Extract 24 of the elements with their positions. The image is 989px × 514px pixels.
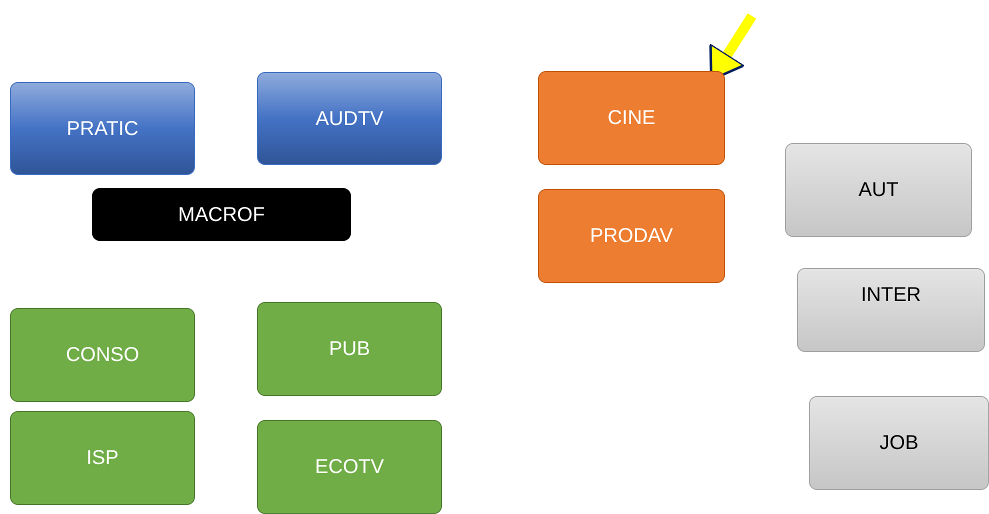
box-label: PRODAV xyxy=(590,224,673,249)
box-label: AUT xyxy=(858,178,898,203)
process-box xyxy=(10,308,195,402)
box-label: ECOTV xyxy=(315,455,384,480)
process-box xyxy=(257,420,442,514)
box-label: PUB xyxy=(328,337,370,362)
process-box xyxy=(10,82,195,175)
process-box xyxy=(257,302,442,396)
process-box xyxy=(538,71,725,165)
process-box xyxy=(538,189,725,283)
process-box xyxy=(809,396,989,490)
process-box xyxy=(797,268,985,352)
box-label: ISP xyxy=(86,446,119,471)
process-box xyxy=(785,143,972,237)
box-label: AUDTV xyxy=(316,106,384,132)
process-box xyxy=(10,411,195,505)
box-label: PRATIC xyxy=(66,116,138,142)
box-label: CINE xyxy=(608,106,656,131)
box-label: INTER xyxy=(861,283,921,308)
process-box xyxy=(257,72,442,165)
box-label: MACROF xyxy=(178,202,265,228)
box-label: JOB xyxy=(880,431,918,456)
box-label: CONSO xyxy=(66,343,140,368)
process-box xyxy=(92,188,351,241)
